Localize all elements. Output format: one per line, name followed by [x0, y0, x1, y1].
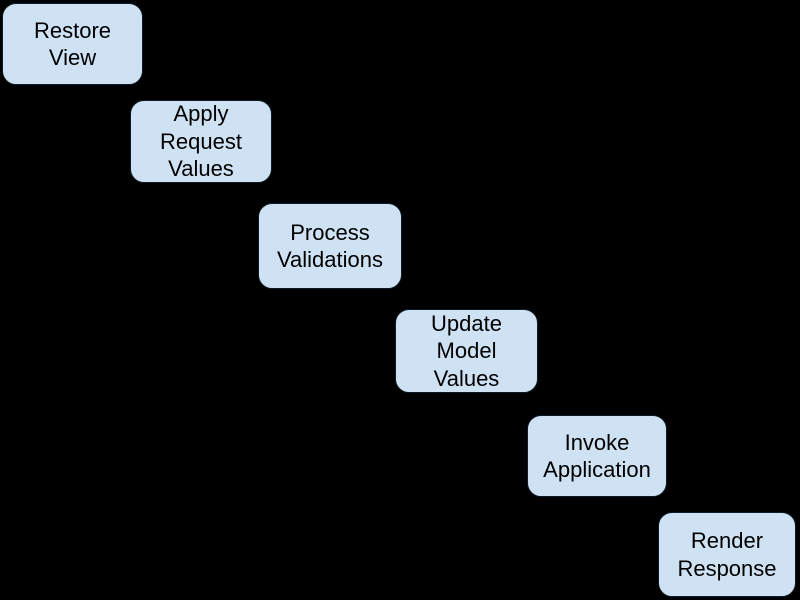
- flow-node-label-line: Restore: [33, 17, 112, 43]
- flow-node-label-line: Validations: [277, 247, 383, 272]
- flow-node-label-line: Application: [543, 457, 651, 482]
- flow-node-label-line: Values: [168, 156, 234, 182]
- flow-node-label-line: Invoke: [564, 429, 630, 455]
- flow-node-label-line: Apply: [173, 101, 229, 127]
- flow-node-label-line: Request: [160, 128, 242, 154]
- flow-node-label-line: Process: [290, 219, 370, 245]
- flow-node-label-line: Values: [433, 365, 500, 391]
- flow-node-label-line: View: [48, 45, 97, 70]
- flow-node-label-line: Render: [690, 528, 764, 553]
- flow-node-label-line: Response: [677, 555, 777, 581]
- flow-node-label-line: Model: [436, 338, 497, 364]
- flow-node-label-line: Update: [431, 310, 502, 336]
